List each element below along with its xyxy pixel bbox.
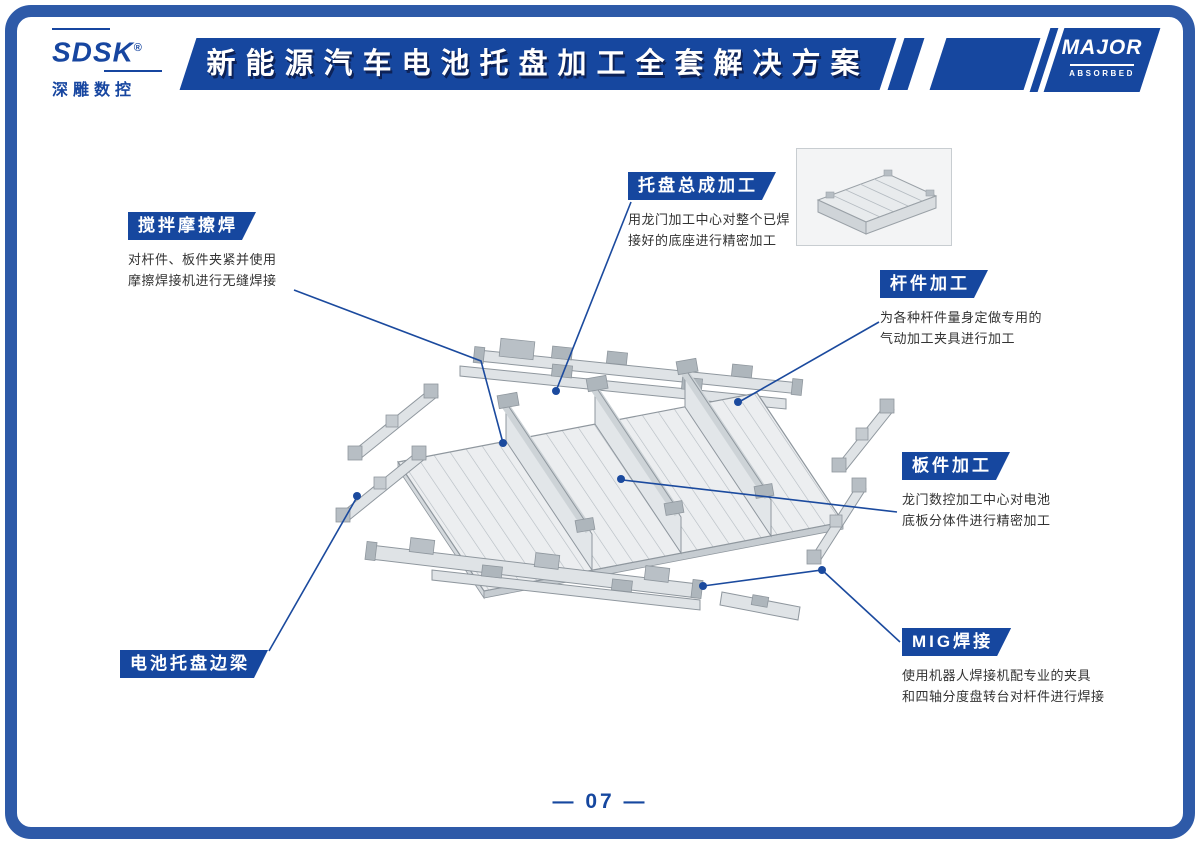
tray-inset-image [796,148,952,246]
callout-rod-machining: 杆件加工 为各种杆件量身定做专用的 气动加工夹具进行加工 [880,270,1070,350]
major-logo-name: MAJOR [1061,36,1143,59]
callout-label: 电池托盘边梁 [120,650,268,678]
bottom-rail-secondary [431,564,701,611]
registered-mark: ® [133,42,143,54]
logo-accent-line [104,70,162,73]
callout-description: 用龙门加工中心对整个已焊 接好的底座进行精密加工 [628,212,791,248]
page-number: — 07 — [552,790,648,813]
callout-label: 托盘总成加工 [628,172,776,200]
sdsk-logo: SDSK® 深雕数控 [52,28,172,100]
page-title: 新能源汽车电池托盘加工全套解决方案 [206,48,870,80]
callout-label: 板件加工 [902,452,1010,480]
leader-panel [622,479,898,513]
callout-description: 使用机器人焊接机配专业的夹具 和四轴分度盘转台对杆件进行焊接 [902,668,1105,704]
cross-beam-1 [496,391,596,572]
leader-lines [268,201,901,652]
callout-label: 杆件加工 [880,270,988,298]
small-front-bar [719,591,801,621]
side-beam-right-lower [806,477,867,565]
logo-subtitle: 深雕数控 [52,82,137,100]
major-logo: MAJOR ABSORBED [1054,28,1150,92]
leader-rod [738,321,880,403]
anchor-dots [353,387,826,590]
leader-assembly [555,201,632,392]
leader-friction-stir [293,289,504,444]
callout-description: 对杆件、板件夹紧并使用 摩擦焊接机进行无缝焊接 [128,252,277,288]
side-beam-left-lower [335,445,427,523]
callout-label: MIG焊接 [902,628,1011,656]
callout-mig-welding: MIG焊接 使用机器人焊接机配专业的夹具 和四轴分度盘转台对杆件进行焊接 [902,628,1132,708]
major-logo-tagline: ABSORBED [1069,68,1135,78]
callout-side-beam: 电池托盘边梁 [120,650,320,678]
decorative-stripe [929,38,1041,90]
logo-wordmark: SDSK® [52,36,143,68]
tray-thumbnail-drawing [796,148,952,246]
callout-panel-machining: 板件加工 龙门数控加工中心对电池 底板分体件进行精密加工 [902,452,1092,532]
cross-beam-2 [585,374,685,555]
logo-accent-line [52,28,110,30]
side-beam-left-upper [347,383,439,461]
callout-tray-assembly: 托盘总成加工 用龙门加工中心对整个已焊 接好的底座进行精密加工 [628,172,818,252]
major-logo-divider [1070,64,1134,66]
title-banner: 新能源汽车电池托盘加工全套解决方案 [188,38,888,90]
callout-description: 为各种杆件量身定做专用的 气动加工夹具进行加工 [880,310,1043,346]
callout-label: 搅拌摩擦焊 [128,212,256,240]
leader-side-beam [268,496,358,652]
callout-description: 龙门数控加工中心对电池 底板分体件进行精密加工 [902,492,1051,528]
callout-friction-stir-welding: 搅拌摩擦焊 对杆件、板件夹紧并使用 摩擦焊接机进行无缝焊接 [128,212,308,292]
side-beam-right-upper [831,398,895,473]
